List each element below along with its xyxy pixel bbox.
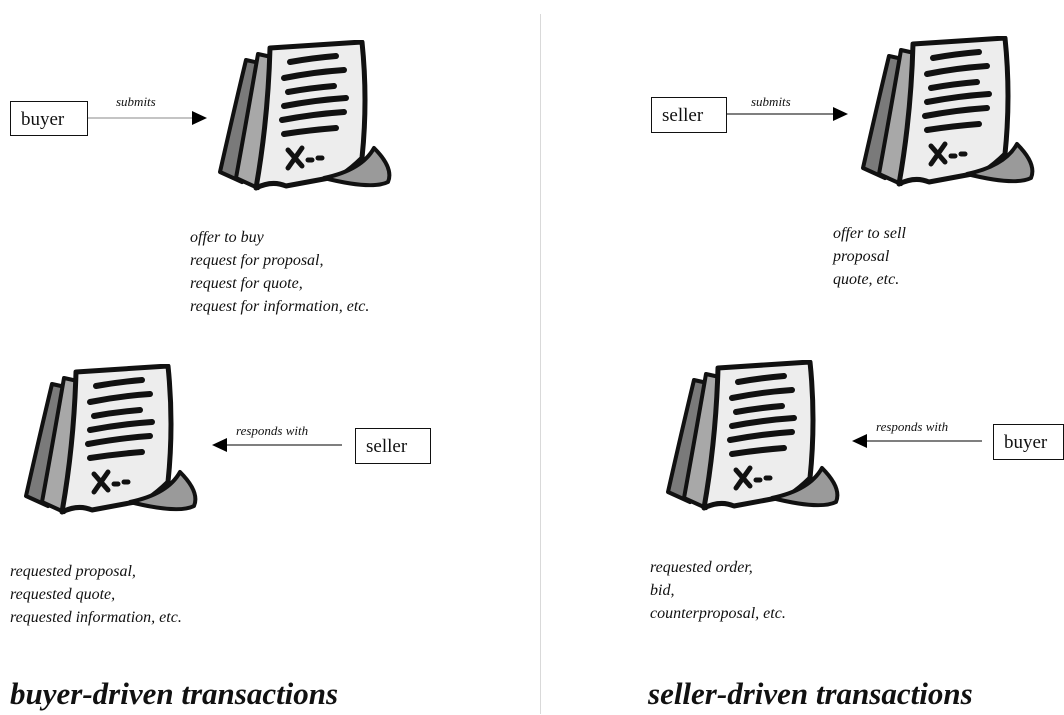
- response-document-caption: requested proposal, requested quote, req…: [10, 560, 182, 629]
- caption-line: request for information, etc.: [190, 295, 369, 318]
- seller-box: seller: [355, 428, 431, 464]
- caption-line: bid,: [650, 579, 786, 602]
- buyer-box: buyer: [993, 424, 1064, 460]
- caption-line: requested information, etc.: [10, 606, 182, 629]
- section-heading: seller-driven transactions: [648, 676, 973, 712]
- caption-line: requested quote,: [10, 583, 182, 606]
- buyer-box: buyer: [10, 101, 88, 136]
- document-icon: [660, 360, 850, 520]
- caption-line: offer to sell: [833, 222, 906, 245]
- document-icon: [18, 364, 208, 524]
- section-divider: [540, 14, 541, 714]
- submitted-document-caption: offer to buy request for proposal, reque…: [190, 226, 369, 318]
- caption-line: request for quote,: [190, 272, 369, 295]
- submits-arrow: [727, 104, 849, 124]
- caption-line: requested proposal,: [10, 560, 182, 583]
- caption-line: requested order,: [650, 556, 786, 579]
- caption-line: offer to buy: [190, 226, 369, 249]
- seller-box: seller: [651, 97, 727, 133]
- caption-line: request for proposal,: [190, 249, 369, 272]
- submits-arrow: [88, 108, 208, 128]
- document-icon: [855, 36, 1045, 196]
- caption-line: counterproposal, etc.: [650, 602, 786, 625]
- caption-line: quote, etc.: [833, 268, 906, 291]
- responds-with-arrow: [852, 431, 982, 451]
- caption-line: proposal: [833, 245, 906, 268]
- document-icon: [212, 40, 402, 200]
- section-heading: buyer-driven transactions: [10, 676, 338, 712]
- responds-with-arrow: [212, 435, 342, 455]
- submitted-document-caption: offer to sell proposal quote, etc.: [833, 222, 906, 291]
- response-document-caption: requested order, bid, counterproposal, e…: [650, 556, 786, 625]
